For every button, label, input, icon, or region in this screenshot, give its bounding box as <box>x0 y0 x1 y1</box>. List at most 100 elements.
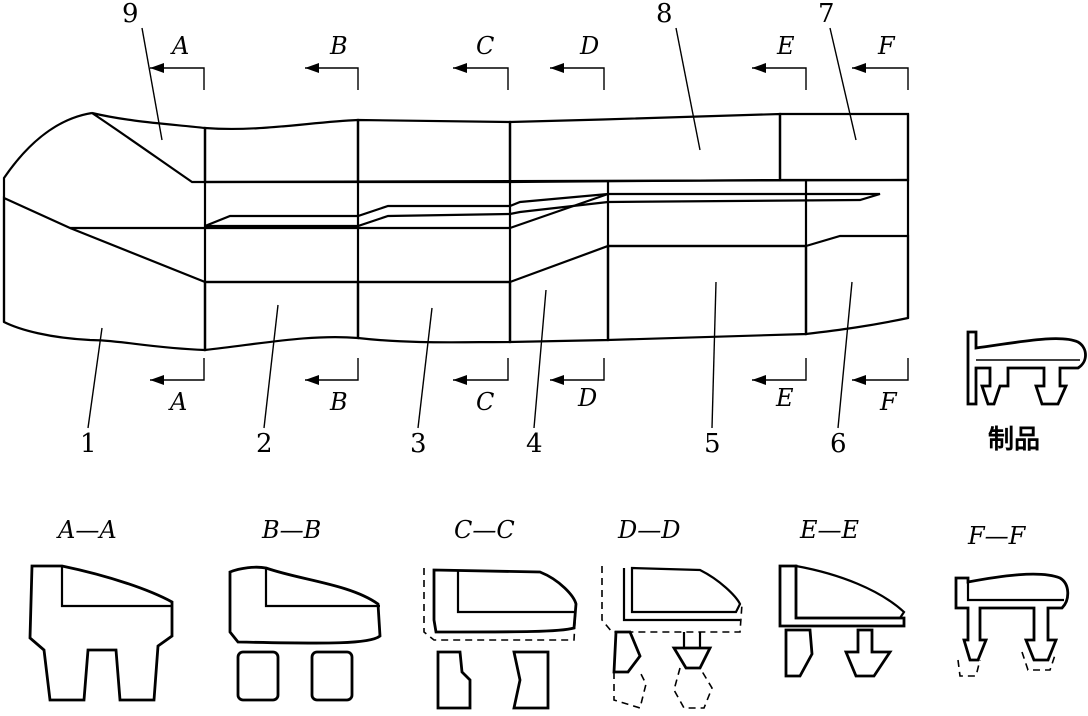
cut-arrowhead-a-bottom <box>150 375 164 385</box>
section-title-cc: C—C <box>454 516 515 544</box>
cut-arrowhead-d-top <box>550 63 564 73</box>
cut-arrowhead-c-bottom <box>453 375 467 385</box>
section-dd-leg-left <box>612 630 642 674</box>
leader-9 <box>141 27 163 141</box>
plate-3-lower <box>356 280 512 344</box>
channel-line-top <box>204 178 909 184</box>
leader-3 <box>417 307 433 429</box>
section-title-bb: B—B <box>261 516 321 544</box>
section-ff-inner <box>966 582 1064 602</box>
section-views: A—A B—B C—C D—D E—E F—F <box>28 516 1070 710</box>
part-number-3: 3 <box>410 429 427 459</box>
section-cc-outline <box>432 568 578 634</box>
section-dd-leg-right <box>671 646 713 670</box>
cut-marker-e-bottom <box>752 358 807 381</box>
cut-marker-b-top <box>305 67 359 90</box>
section-bb-leg-right <box>310 650 354 702</box>
cut-label-a-top: A <box>170 32 189 60</box>
section-cc-leg-left <box>436 650 472 710</box>
part-number-6: 6 <box>830 429 847 459</box>
cut-marker-b-bottom <box>305 358 359 381</box>
cut-marker-e-top <box>752 67 807 90</box>
cut-arrowhead-f-top <box>852 63 866 73</box>
section-dd-inner <box>622 568 740 622</box>
section-dd-dashed <box>601 566 743 633</box>
cut-marker-a-bottom <box>150 358 205 381</box>
cut-arrowhead-b-top <box>305 63 319 73</box>
channel-line-taper <box>509 192 609 230</box>
section-ee-leg-right <box>843 628 893 678</box>
product-profile: 制品 <box>966 330 1087 455</box>
plate-1-lower <box>2 196 207 352</box>
die-entrance-outline <box>2 111 93 322</box>
cut-arrowhead-b-bottom <box>305 375 319 385</box>
product-outline <box>966 330 1087 406</box>
section-bb-leg-left <box>236 650 280 702</box>
section-ee-outline <box>778 564 906 628</box>
section-ee-leg-left <box>784 628 814 678</box>
cut-label-e-top: E <box>776 32 795 60</box>
section-ee-hatch <box>794 564 906 620</box>
cut-label-f-bottom: F <box>879 388 898 416</box>
cut-label-c-top: C <box>476 32 494 60</box>
section-ff-dashed <box>957 651 1057 677</box>
section-dd-leg-dashed-right <box>673 667 713 709</box>
leader-8 <box>675 27 701 151</box>
cut-label-b-bottom: B <box>329 388 348 416</box>
cut-marker-f-top <box>852 67 909 90</box>
cut-label-d-top: D <box>579 32 599 60</box>
part-number-4: 4 <box>526 429 543 459</box>
section-title-dd: D—D <box>617 516 680 544</box>
part-number-9: 9 <box>122 0 139 29</box>
section-title-aa: A—A <box>56 516 117 544</box>
cut-marker-c-bottom <box>453 358 509 381</box>
leader-5 <box>711 281 717 429</box>
section-bb-outline <box>228 565 382 645</box>
cut-label-e-bottom: E <box>775 384 794 412</box>
cut-label-c-bottom: C <box>476 388 494 416</box>
part-number-2: 2 <box>256 429 273 459</box>
cut-label-b-top: B <box>329 32 348 60</box>
product-label: 制品 <box>988 425 1040 455</box>
section-title-ff: F—F <box>967 522 1027 550</box>
cut-label-a-bottom: A <box>168 388 187 416</box>
part-number-1: 1 <box>80 429 97 459</box>
section-ff-outline <box>954 572 1070 662</box>
plate-5-lower <box>606 244 808 342</box>
cut-marker-c-top <box>453 67 509 90</box>
leader-6 <box>837 281 853 429</box>
section-cut-markers: A B C D E F A B C D E F <box>150 32 909 416</box>
section-title-ee: E—E <box>799 516 860 544</box>
leader-4 <box>533 289 547 429</box>
leader-2 <box>263 304 279 429</box>
section-cc-inner <box>456 570 576 614</box>
part-leaders: 9 8 7 1 2 3 4 5 6 <box>80 0 857 459</box>
cut-label-f-top: F <box>877 32 896 60</box>
leader-7 <box>829 27 857 141</box>
die-longitudinal-section <box>2 111 910 352</box>
cut-marker-a-top <box>150 67 205 90</box>
section-dd-leg-dashed-left <box>613 671 647 710</box>
leader-1 <box>87 327 103 429</box>
section-dd-leg-right-stem <box>682 632 702 648</box>
plate-9-upper <box>91 111 207 184</box>
cut-arrowhead-f-bottom <box>852 375 866 385</box>
plate-2-lower <box>203 280 360 352</box>
plate-2-upper <box>203 118 360 184</box>
part-number-7: 7 <box>818 0 835 29</box>
cut-label-d-bottom: D <box>577 384 597 412</box>
plate-8-upper <box>508 112 782 184</box>
core-strip <box>204 192 881 228</box>
section-aa-outline <box>28 564 174 702</box>
section-aa-inner <box>60 566 172 608</box>
cut-marker-f-bottom <box>852 358 909 381</box>
plate-6-lower <box>804 234 910 336</box>
plate-7-upper <box>778 112 910 182</box>
cut-arrowhead-c-top <box>453 63 467 73</box>
part-number-5: 5 <box>704 429 721 459</box>
section-bb-inner <box>264 568 380 608</box>
section-cc-leg-right <box>512 650 550 710</box>
cut-arrowhead-e-top <box>752 63 766 73</box>
